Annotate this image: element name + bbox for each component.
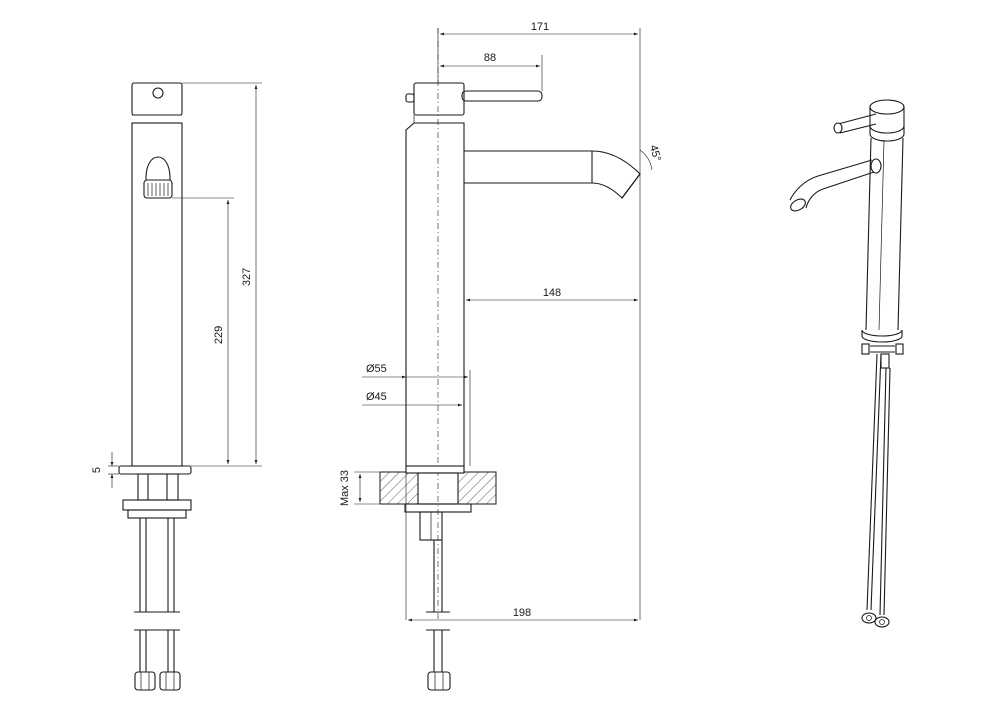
side-view: 171 88 148 Ø55 Ø45 Max 33 198 45° bbox=[339, 21, 663, 691]
iso-body-left bbox=[865, 137, 872, 331]
dim-label-198: 198 bbox=[513, 607, 531, 619]
side-deck-right bbox=[457, 471, 497, 505]
dim-label-d45: Ø45 bbox=[366, 391, 387, 403]
dim-label-171: 171 bbox=[531, 21, 549, 33]
iso-spout bbox=[789, 159, 875, 209]
dim-label-327: 327 bbox=[241, 268, 253, 286]
aerator-mesh bbox=[147, 183, 169, 196]
dim-label-5: 5 bbox=[91, 467, 103, 473]
dim-label-45deg: 45° bbox=[647, 144, 663, 163]
dim-label-88: 88 bbox=[484, 52, 496, 64]
front-hoses bbox=[134, 518, 181, 691]
dim-label-148: 148 bbox=[543, 287, 561, 299]
side-spout bbox=[464, 150, 641, 199]
iso-body-right bbox=[897, 137, 904, 331]
dim-label-d55: Ø55 bbox=[366, 363, 387, 375]
side-deck-left bbox=[379, 471, 419, 505]
dim-label-229: 229 bbox=[213, 326, 225, 344]
side-cap bbox=[413, 82, 465, 116]
front-aerator bbox=[143, 179, 173, 199]
dim-label-max33: Max 33 bbox=[339, 470, 351, 506]
iso-cap-top bbox=[869, 99, 905, 115]
front-lever-hole bbox=[152, 87, 164, 99]
front-view: 327 229 5 bbox=[91, 82, 262, 691]
front-base-flange bbox=[118, 465, 192, 475]
side-body bbox=[405, 122, 465, 467]
side-lever bbox=[461, 90, 543, 102]
iso-view bbox=[789, 99, 905, 628]
front-body bbox=[131, 122, 183, 467]
